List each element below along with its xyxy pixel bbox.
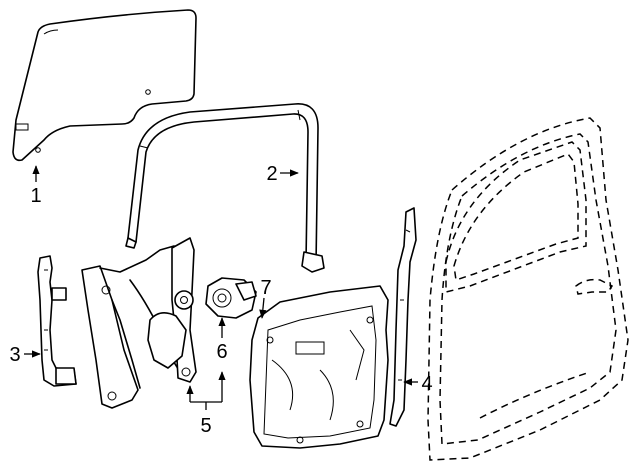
callout-leaders — [24, 165, 418, 410]
callout-3: 3 — [9, 344, 20, 366]
window-regulator — [81, 237, 197, 409]
rear-channel-bracket — [37, 255, 77, 387]
door-glass — [12, 9, 197, 162]
door-shell-outline — [427, 117, 629, 461]
callout-1: 1 — [30, 185, 41, 207]
callout-6: 6 — [216, 341, 227, 363]
callout-2: 2 — [266, 163, 277, 185]
callout-7: 7 — [260, 277, 271, 299]
callout-5: 5 — [200, 415, 211, 437]
door-module-panel — [249, 285, 389, 449]
callout-4: 4 — [421, 373, 432, 395]
door-seal-strip — [389, 207, 417, 427]
window-motor — [205, 277, 257, 319]
glass-run-channel — [125, 103, 325, 273]
